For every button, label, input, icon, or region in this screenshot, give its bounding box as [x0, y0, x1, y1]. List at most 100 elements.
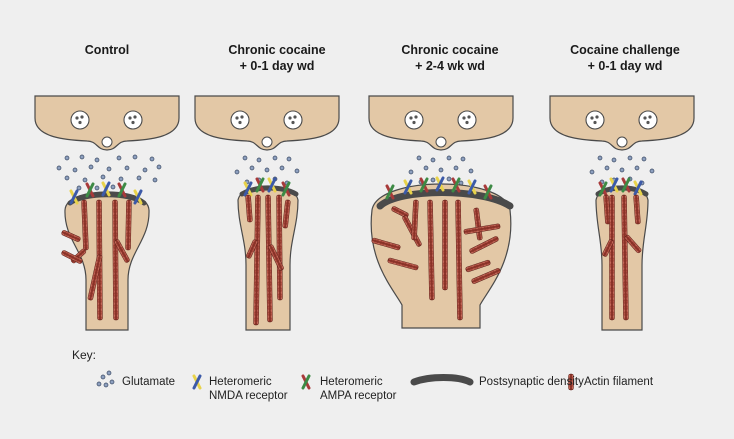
glutamate-molecule [286, 156, 292, 162]
key-glutamate-icon [106, 370, 112, 376]
glutamate-molecule [272, 155, 278, 161]
glutamate-molecule [416, 155, 422, 161]
actin-filament [371, 237, 401, 251]
ampa-receptor [385, 184, 395, 200]
key-title: Key: [72, 348, 97, 362]
nmda-receptor [101, 181, 111, 197]
actin-filament [391, 206, 409, 218]
ampa-receptor [117, 182, 127, 198]
glutamate-molecule [641, 156, 647, 162]
glutamate-molecule [256, 157, 262, 163]
actin-filament [61, 230, 81, 242]
actin-filament [609, 194, 615, 321]
actin-filament [87, 254, 103, 301]
glutamate-molecule [438, 167, 444, 173]
glutamate-molecule [88, 164, 94, 170]
actin-filament [245, 194, 253, 223]
key-label-nmda-line2: NMDA receptor [209, 390, 288, 402]
glutamate-molecule [430, 157, 436, 163]
presynaptic-terminal [34, 95, 180, 151]
glutamate-molecule [453, 165, 459, 171]
nmda-receptor [243, 181, 253, 197]
glutamate-molecule [460, 156, 466, 162]
panel-title-challenge-0-1: Cocaine challenge + 0-1 day wd [545, 42, 705, 74]
synaptic-vesicle [123, 110, 143, 130]
glutamate-molecule [242, 155, 248, 161]
key-label-psd: Postsynaptic density [479, 376, 584, 388]
glutamate-molecule [156, 164, 162, 170]
key-glutamate-icon [96, 381, 102, 387]
glutamate-molecule [597, 155, 603, 161]
nmda-receptor [609, 177, 619, 193]
actin-filament [621, 194, 629, 321]
glutamate-molecule [116, 155, 122, 161]
panel-chronic-0-1 [194, 95, 340, 331]
glutamate-molecule [56, 165, 62, 171]
glutamate-molecule [627, 155, 633, 161]
nmda-receptor [133, 189, 143, 205]
glutamate-molecule [468, 168, 474, 174]
synaptic-vesicle [638, 110, 658, 130]
ampa-receptor [451, 177, 461, 193]
synaptic-vesicle [404, 110, 424, 130]
glutamate-molecule [82, 177, 88, 183]
actin-filament [411, 199, 419, 241]
panel-chronic-2-4 [368, 95, 514, 329]
actin-filament [114, 239, 130, 263]
glutamate-molecule [408, 169, 414, 175]
panel-title-chronic-0-1: Chronic cocaine + 0-1 day wd [197, 42, 357, 74]
actin-filament [471, 268, 501, 284]
actin-filament [427, 199, 435, 301]
key-legend [96, 370, 574, 391]
glutamate-molecule [611, 157, 617, 163]
glutamate-molecule [149, 156, 155, 162]
glutamate-molecule [110, 184, 116, 190]
glutamate-molecule [64, 175, 70, 181]
key-label-nmda-line1: Heteromeric [209, 376, 272, 388]
glutamate-molecule [124, 165, 130, 171]
glutamate-molecule [634, 165, 640, 171]
panel-title-line2: + 0-1 day wd [239, 59, 315, 73]
glutamate-molecule [279, 165, 285, 171]
key-label-ampa-line1: Heteromeric [320, 376, 383, 388]
actin-filament [265, 194, 273, 323]
key-psd-icon [410, 374, 474, 386]
key-label-glutamate: Glutamate [122, 376, 176, 388]
presynaptic-terminal [549, 95, 695, 151]
glutamate-molecule [294, 168, 300, 174]
glutamate-molecule [142, 167, 148, 173]
panel-challenge-0-1 [549, 95, 695, 331]
ampa-receptor [301, 374, 311, 390]
postsynaptic-spine [370, 183, 512, 329]
release-vesicle [435, 136, 447, 148]
release-vesicle [101, 136, 113, 148]
ampa-receptor [255, 177, 265, 193]
panel-title-line2: + 2-4 wk wd [415, 59, 485, 73]
actin-filament [282, 199, 291, 229]
ampa-receptor [598, 181, 608, 197]
nmda-receptor [403, 179, 413, 195]
synaptic-vesicle [457, 110, 477, 130]
panel-title-line2: Control [84, 43, 130, 57]
presynaptic-terminal [368, 95, 514, 151]
glutamate-molecule [604, 165, 610, 171]
panel-title-chronic-2-4: Chronic cocaine + 2-4 wk wd [370, 42, 530, 74]
nmda-receptor [633, 180, 643, 196]
glutamate-molecule [152, 177, 158, 183]
glutamate-molecule [423, 165, 429, 171]
synaptic-vesicle [283, 110, 303, 130]
glutamate-molecule [430, 177, 436, 183]
key-label-ampa-line2: AMPA receptor [320, 390, 397, 402]
ampa-receptor [85, 182, 95, 198]
glutamate-molecule [64, 155, 70, 161]
actin-filament [602, 239, 614, 257]
actin-filament [246, 239, 258, 259]
nmda-receptor [69, 189, 79, 205]
synaptic-vesicle [585, 110, 605, 130]
postsynaptic-density [376, 189, 514, 210]
panel-title-line2: + 0-1 day wd [587, 59, 663, 73]
actin-filament [276, 194, 283, 301]
ampa-receptor [621, 177, 631, 193]
actin-filament [624, 234, 642, 254]
